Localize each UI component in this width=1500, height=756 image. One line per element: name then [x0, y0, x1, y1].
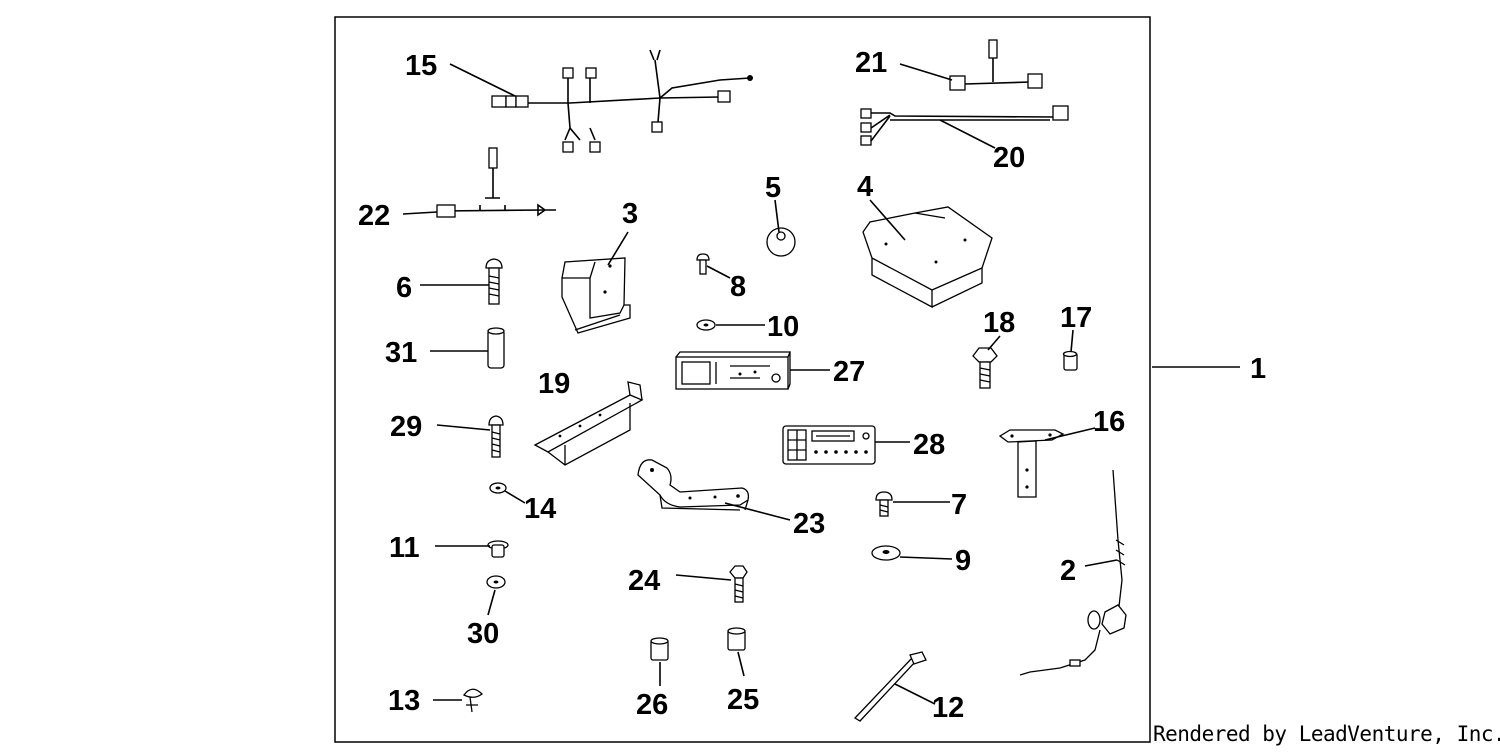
part-23-angle-bracket	[637, 459, 750, 511]
callout-12: 12	[932, 692, 964, 724]
part-24-bolt	[729, 565, 748, 603]
part-8-screw	[696, 253, 710, 275]
callout-21: 21	[855, 47, 887, 79]
callout-31: 31	[385, 337, 417, 369]
callout-18: 18	[983, 307, 1015, 339]
part-6-bolt	[485, 258, 503, 305]
part-12-cable-tie	[853, 651, 927, 722]
callout-8: 8	[730, 271, 746, 303]
credit-text: Rendered by LeadVenture, Inc.	[1153, 722, 1500, 746]
part-19-long-bracket	[533, 381, 644, 466]
part-30-washer	[486, 575, 506, 589]
callout-29: 29	[390, 411, 422, 443]
callout-11: 11	[389, 532, 420, 564]
part-22-harness	[436, 147, 556, 218]
callout-3: 3	[622, 198, 638, 230]
callout-14: 14	[524, 493, 556, 525]
callout-28: 28	[913, 429, 945, 461]
callout-20: 20	[993, 142, 1025, 174]
part-17-nut	[1062, 350, 1078, 371]
callout-25: 25	[727, 684, 759, 716]
part-7-screw	[875, 491, 893, 517]
callout-15: 15	[405, 50, 437, 82]
part-16-mount-bracket	[998, 429, 1065, 498]
part-18-flange-bolt	[972, 347, 998, 389]
part-10-washer	[696, 319, 716, 331]
callout-7: 7	[951, 489, 967, 521]
callout-30: 30	[467, 618, 499, 650]
part-5-grommet	[766, 227, 796, 257]
callout-23: 23	[793, 508, 825, 540]
part-29-bolt	[488, 415, 504, 458]
callout-17: 17	[1060, 302, 1092, 334]
part-11-flange-nut	[487, 540, 509, 558]
callout-26: 26	[636, 689, 668, 721]
part-3-bracket	[561, 257, 631, 334]
part-15-wire-harness	[491, 49, 753, 153]
part-4-panel	[862, 206, 993, 309]
callout-4: 4	[857, 171, 873, 203]
callout-10: 10	[767, 311, 799, 343]
part-14-washer	[489, 482, 507, 494]
part-21-sub-harness	[949, 39, 1043, 91]
part-20-harness	[860, 105, 1069, 146]
callout-22: 22	[358, 200, 390, 232]
callout-13: 13	[388, 685, 420, 717]
callout-9: 9	[955, 545, 971, 577]
callout-16: 16	[1093, 406, 1125, 438]
part-2-antenna	[1019, 469, 1127, 676]
callout-6: 6	[396, 272, 412, 304]
part-13-clip	[463, 688, 483, 713]
diagram-frame	[334, 16, 1151, 743]
callout-24: 24	[628, 565, 660, 597]
part-26-spacer	[650, 637, 669, 661]
callout-2: 2	[1060, 555, 1076, 587]
part-27-radio-unit	[675, 351, 791, 390]
callout-5: 5	[765, 172, 781, 204]
callout-1: 1	[1250, 353, 1266, 385]
callout-19: 19	[538, 368, 570, 400]
part-31-spacer	[487, 327, 505, 369]
part-9-washer	[871, 545, 901, 561]
part-25-spacer	[727, 627, 746, 651]
part-28-radio-faceplate	[782, 425, 876, 465]
callout-27: 27	[833, 356, 865, 388]
